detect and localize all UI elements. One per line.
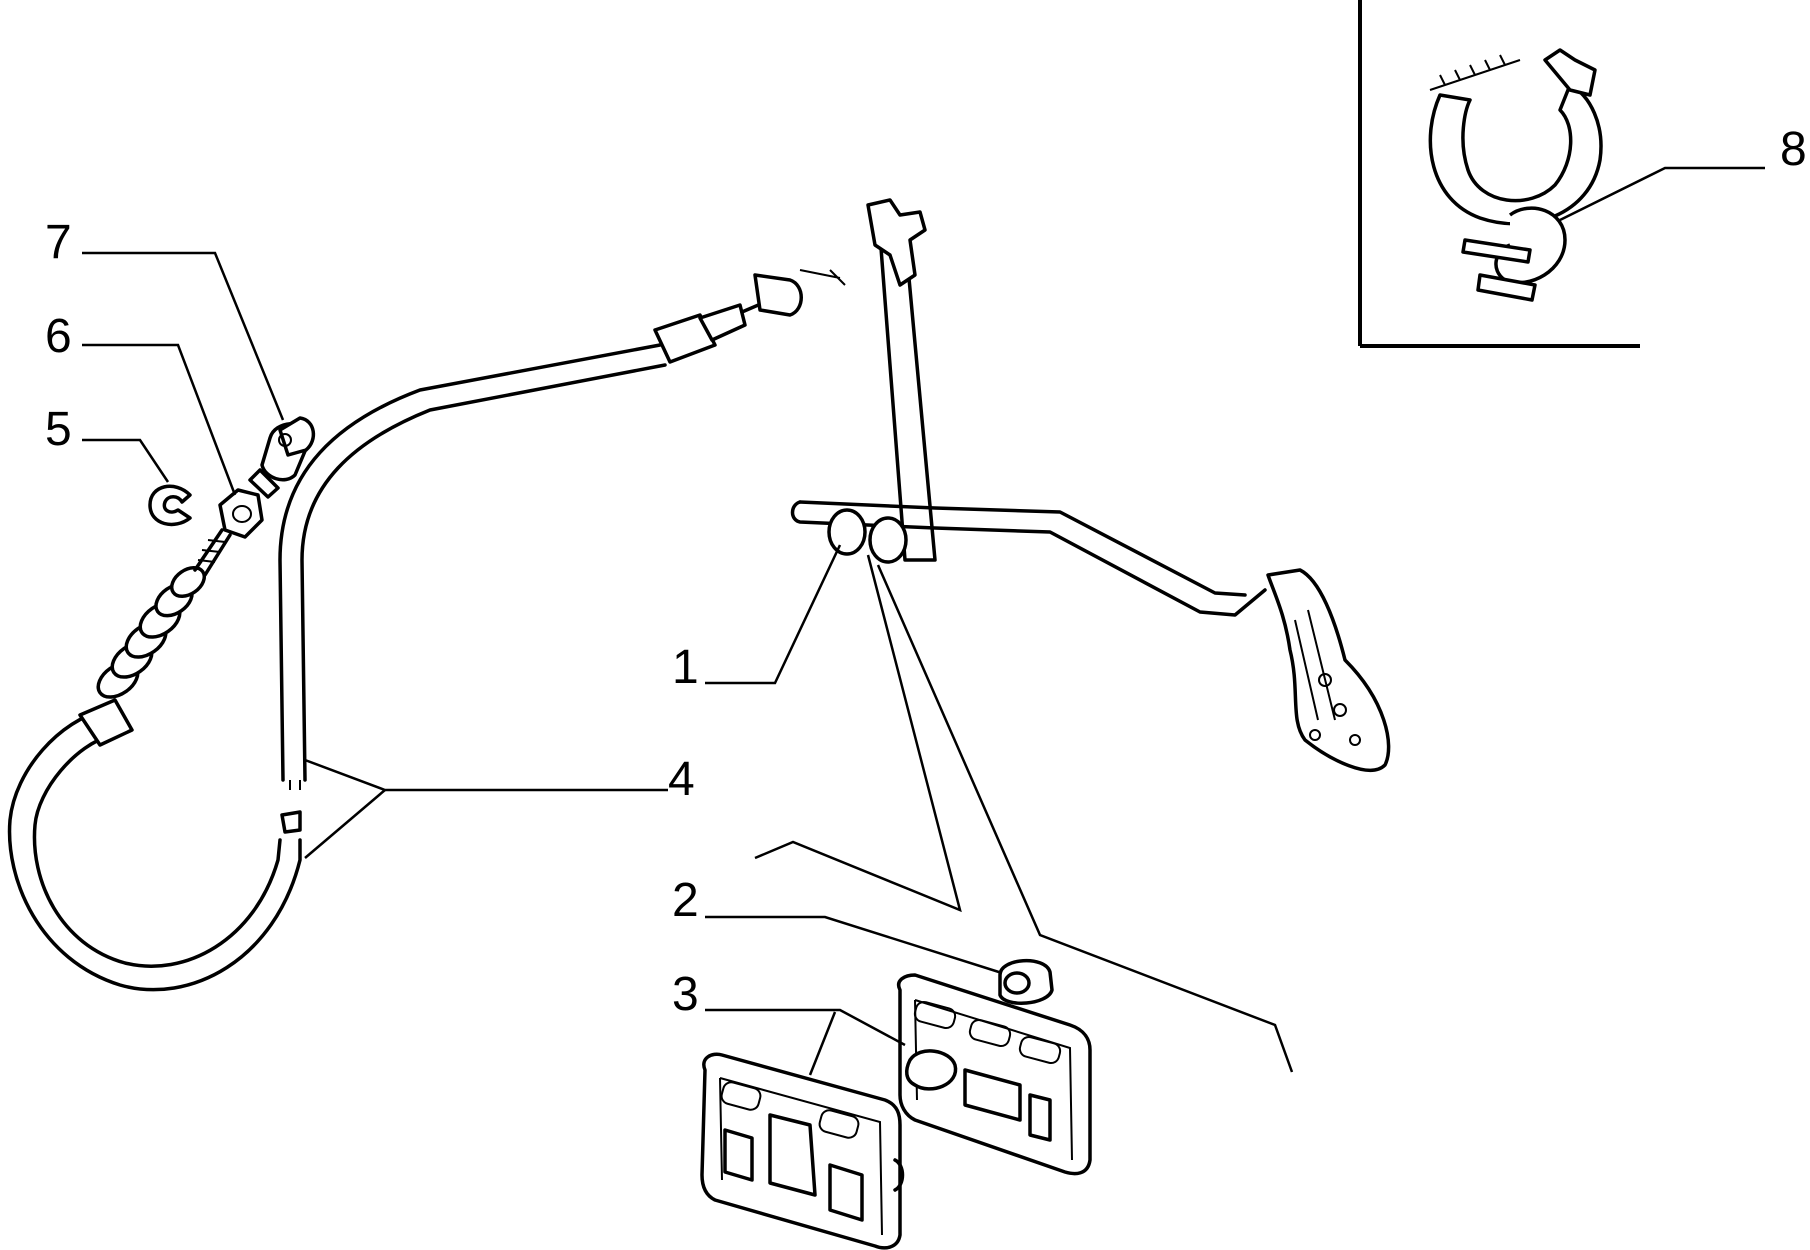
callout-5: 5	[45, 403, 72, 456]
callout-6: 6	[45, 310, 72, 363]
callout-4: 4	[668, 753, 695, 806]
retaining-clip-part	[148, 484, 192, 527]
end-fitting-part	[248, 416, 316, 499]
callout-2: 2	[672, 874, 699, 927]
callout-3: 3	[672, 968, 699, 1021]
callout-7: 7	[45, 216, 72, 269]
callout-1: 1	[672, 641, 699, 694]
cable-clip-part	[1428, 48, 1603, 302]
accelerator-cable-part	[7, 269, 846, 992]
callout-8: 8	[1780, 123, 1807, 176]
inset-frame	[1358, 0, 1640, 348]
bushing-part	[998, 958, 1054, 1005]
nut-part	[218, 488, 264, 539]
accelerator-pedal-part	[790, 198, 1391, 772]
mounting-bracket-part	[700, 973, 1092, 1250]
corrugated-boot	[96, 565, 207, 699]
leader-lines	[82, 166, 1765, 1076]
